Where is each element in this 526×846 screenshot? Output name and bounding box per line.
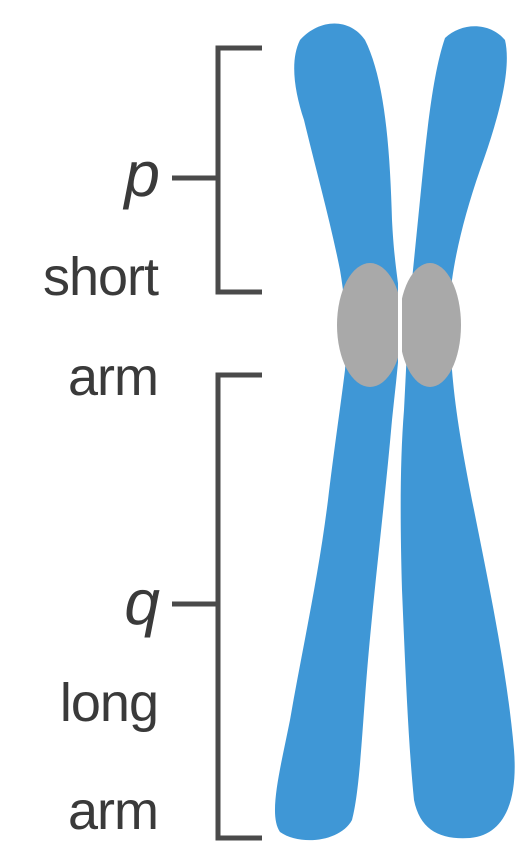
left-chromatid xyxy=(275,24,400,841)
right-chromatid xyxy=(401,26,515,838)
short-arm-label: arm xyxy=(0,350,158,404)
short-label: short xyxy=(0,250,158,304)
long-label: long xyxy=(0,676,158,730)
q-arm-bracket xyxy=(172,375,262,838)
p-letter-label: p xyxy=(90,142,160,206)
right-centromere xyxy=(399,263,461,387)
p-arm-bracket xyxy=(172,48,262,292)
left-centromere xyxy=(337,263,403,387)
q-letter-label: q xyxy=(90,570,160,634)
long-arm-label: arm xyxy=(0,784,158,838)
